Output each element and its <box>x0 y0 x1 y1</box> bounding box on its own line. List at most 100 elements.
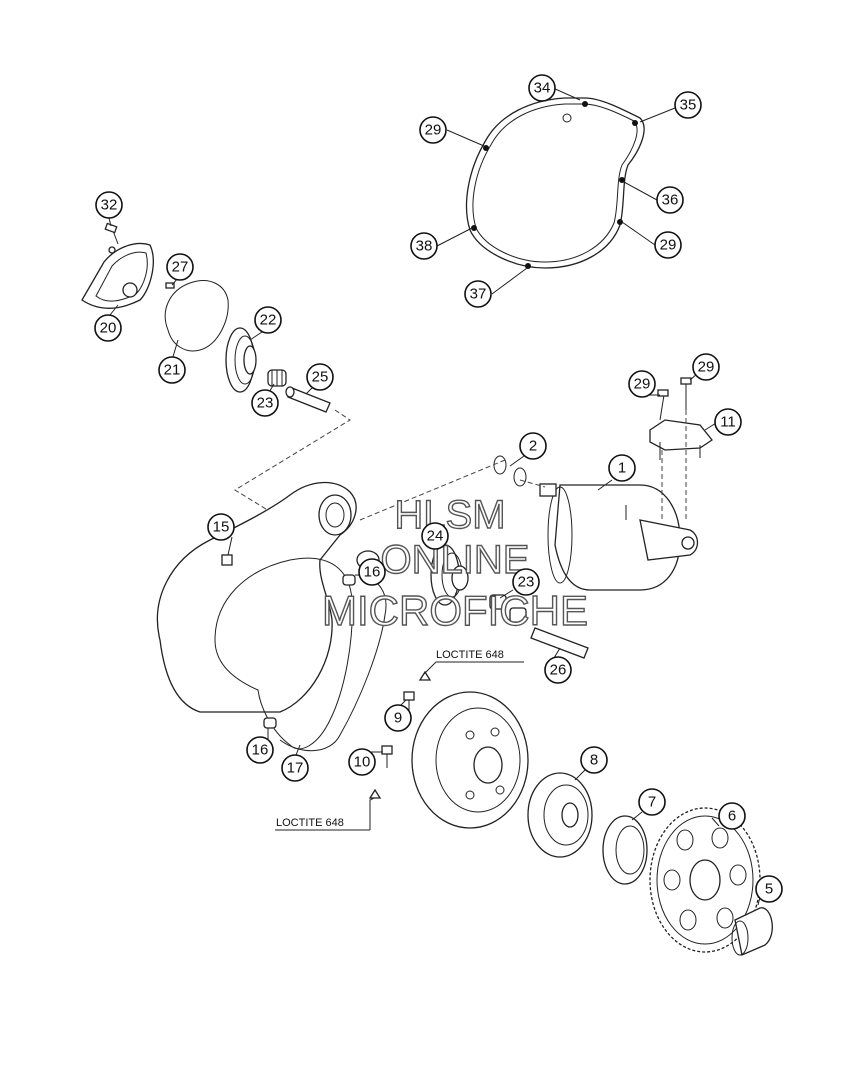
o-rings-2 <box>493 455 527 487</box>
callout-2: 2 <box>519 432 547 460</box>
callout-5: 5 <box>755 875 783 903</box>
callout-29: 29 <box>692 353 720 381</box>
callout-16: 16 <box>358 558 386 586</box>
callout-36: 36 <box>656 186 684 214</box>
svg-text:23: 23 <box>257 395 274 412</box>
gear-24 <box>430 544 469 606</box>
callout-17: 17 <box>281 754 309 782</box>
svg-text:17: 17 <box>287 760 304 777</box>
needle-bearing-23a <box>267 369 287 387</box>
pin-27 <box>165 282 175 289</box>
ignition-cover-gasket <box>465 97 645 269</box>
svg-text:5: 5 <box>765 881 773 898</box>
callout-11: 11 <box>714 408 742 436</box>
callout-21: 21 <box>158 356 186 384</box>
svg-text:16: 16 <box>252 742 269 759</box>
svg-text:10: 10 <box>354 754 371 771</box>
svg-text:8: 8 <box>590 752 598 769</box>
callout-25: 25 <box>306 363 334 391</box>
svg-text:20: 20 <box>100 320 117 337</box>
starter-motor <box>539 483 699 591</box>
callout-26: 26 <box>544 656 572 684</box>
callout-32: 32 <box>95 191 123 219</box>
ignition-gasket-17 <box>214 557 387 752</box>
watermark-line-3: MICROFICHE <box>322 587 588 634</box>
loctite-drops <box>368 670 432 799</box>
svg-text:34: 34 <box>534 80 551 97</box>
small-cover <box>81 242 154 309</box>
screw-10 <box>381 745 393 768</box>
callout-7: 7 <box>638 788 666 816</box>
svg-text:29: 29 <box>425 122 442 139</box>
freewheel-housing-8 <box>527 772 593 858</box>
callout-34: 34 <box>528 74 556 102</box>
watermark-line-1: HLSM <box>394 493 505 537</box>
svg-text:32: 32 <box>101 197 118 214</box>
svg-text:7: 7 <box>648 794 656 811</box>
bolt-32 <box>104 222 119 245</box>
callout-23: 23 <box>512 568 540 596</box>
callout-29: 29 <box>654 231 682 259</box>
svg-text:26: 26 <box>550 662 567 679</box>
loctite-note-top: LOCTITE 648 <box>436 649 504 661</box>
callout-38: 38 <box>410 232 438 260</box>
callout-20: 20 <box>94 314 122 342</box>
freewheel-7 <box>602 815 648 885</box>
gear-22 <box>225 327 257 393</box>
assembly-line-starter <box>661 410 687 520</box>
bracket-11 <box>649 419 713 460</box>
svg-text:23: 23 <box>518 574 535 591</box>
callout-24: 24 <box>421 522 449 550</box>
svg-text:15: 15 <box>213 519 230 536</box>
needle-bearings-23b <box>489 594 527 623</box>
shaft-25 <box>285 386 331 413</box>
needle-bearing-5 <box>731 907 773 956</box>
starter-gear-6 <box>649 807 761 953</box>
svg-text:24: 24 <box>427 528 444 545</box>
rotor <box>411 691 529 829</box>
svg-text:11: 11 <box>720 414 736 431</box>
svg-text:16: 16 <box>364 564 381 581</box>
callout-15: 15 <box>207 513 235 541</box>
svg-text:22: 22 <box>260 312 277 329</box>
callout-16: 16 <box>246 736 274 764</box>
callout-37: 37 <box>464 280 492 308</box>
svg-text:6: 6 <box>728 808 736 825</box>
callout-22: 22 <box>254 306 282 334</box>
callout-35: 35 <box>674 91 702 119</box>
callout-6: 6 <box>718 802 746 830</box>
svg-text:9: 9 <box>394 710 402 727</box>
bolts-29 <box>657 377 692 421</box>
watermark-line-2: ONLINE <box>381 538 530 582</box>
callout-9: 9 <box>384 704 412 732</box>
svg-text:25: 25 <box>312 369 329 386</box>
svg-text:29: 29 <box>660 237 677 254</box>
callout-27: 27 <box>166 253 194 281</box>
svg-text:27: 27 <box>172 259 189 276</box>
svg-text:36: 36 <box>662 192 679 209</box>
callout-29: 29 <box>419 116 447 144</box>
engine-cover-15 <box>156 481 357 713</box>
svg-text:21: 21 <box>164 362 181 379</box>
o-ring-21 <box>164 280 229 352</box>
callout-8: 8 <box>580 746 608 774</box>
svg-text:35: 35 <box>680 97 697 114</box>
watermark: HLSM ONLINE MICROFICHE <box>321 492 588 634</box>
loctite-note-bottom: LOCTITE 648 <box>276 817 344 829</box>
svg-text:1: 1 <box>618 460 626 477</box>
assembly-line-starter-shaft <box>359 459 546 521</box>
svg-text:37: 37 <box>470 286 487 303</box>
assembly-line-left <box>234 409 351 541</box>
callout-10: 10 <box>348 748 376 776</box>
callout-1: 1 <box>608 454 636 482</box>
leader-lines <box>108 87 761 906</box>
callout-29: 29 <box>628 370 656 398</box>
shaft-26 <box>530 627 589 659</box>
svg-text:29: 29 <box>634 376 651 393</box>
dowels-16 <box>263 574 356 729</box>
svg-text:2: 2 <box>529 438 537 455</box>
svg-text:29: 29 <box>698 359 715 376</box>
callout-23: 23 <box>251 389 279 417</box>
svg-text:38: 38 <box>416 238 433 255</box>
